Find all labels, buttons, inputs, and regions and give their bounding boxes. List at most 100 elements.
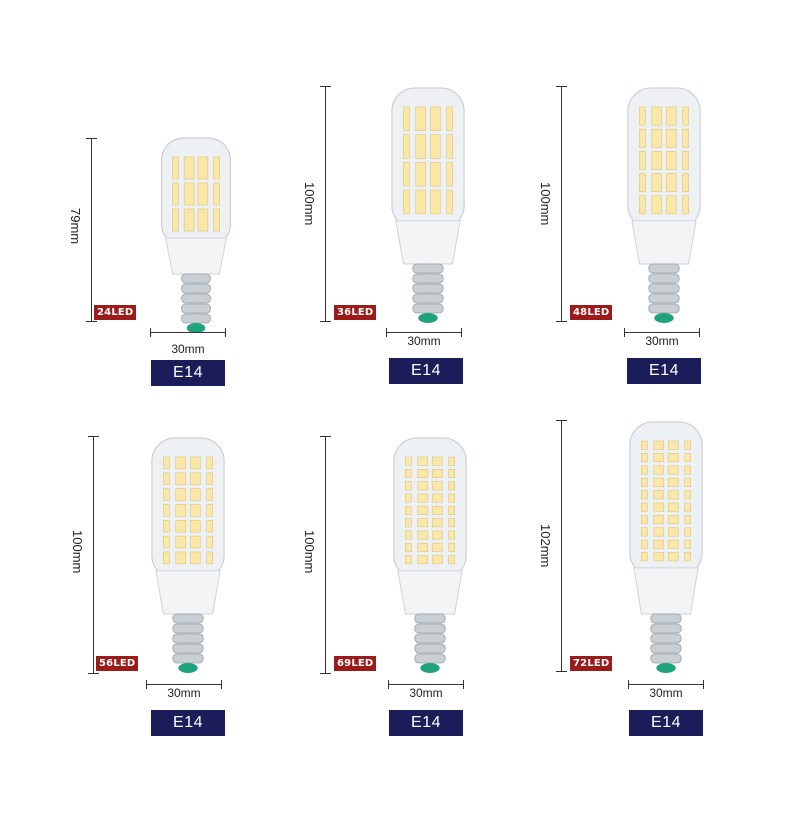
led-chip <box>172 156 179 180</box>
led-chip <box>183 182 195 206</box>
base-tip <box>186 323 206 333</box>
height-dimension-line <box>556 420 568 672</box>
led-chip <box>651 106 663 126</box>
screw-thread <box>414 613 446 624</box>
base-type-badge: E14 <box>389 358 463 384</box>
base-type-badge: E14 <box>151 360 225 386</box>
led-chip <box>667 552 679 562</box>
width-label: 30mm <box>649 686 683 700</box>
led-chip <box>641 539 648 549</box>
led-chip <box>667 539 679 549</box>
screw-thread <box>412 303 444 314</box>
base-type-badge: E14 <box>151 710 225 736</box>
height-label: 100mm <box>538 182 553 226</box>
led-chip <box>197 156 209 180</box>
led-chip <box>653 440 665 450</box>
led-chip <box>417 555 429 565</box>
led-chip <box>175 520 187 533</box>
led-chip <box>682 173 689 192</box>
led-chip <box>206 488 213 501</box>
led-chip <box>431 530 443 540</box>
led-chip <box>667 527 679 537</box>
led-chip <box>653 552 665 562</box>
led-chip <box>682 128 689 148</box>
screw-thread <box>650 643 682 654</box>
led-chip <box>651 128 663 148</box>
base-type-badge: E14 <box>389 710 463 736</box>
led-chip <box>448 530 455 540</box>
led-chip <box>431 542 443 552</box>
product-24led: 79mm 24LED 30mm E14 <box>68 100 346 480</box>
led-chip <box>189 504 201 517</box>
product-72led: 102mm 72LED 30mm E14 <box>538 420 800 800</box>
screw-thread <box>650 613 682 624</box>
led-chip <box>206 456 213 470</box>
bulb-image <box>393 437 467 673</box>
led-chip <box>175 472 187 485</box>
width-dimension-line <box>386 328 462 338</box>
led-chip <box>175 551 187 565</box>
led-chip <box>163 488 170 501</box>
bulb-cover <box>151 437 225 580</box>
bulb-collar <box>164 237 228 275</box>
led-chip <box>641 515 648 525</box>
led-count-badge: 24LED <box>94 305 137 320</box>
led-chip <box>448 542 455 552</box>
led-chip <box>403 134 410 159</box>
led-chip <box>448 469 455 478</box>
led-chip <box>665 173 677 192</box>
led-chip <box>431 481 443 491</box>
led-chip <box>213 182 220 206</box>
width-label: 30mm <box>171 342 205 356</box>
led-chip <box>183 208 195 232</box>
led-chip <box>415 189 427 215</box>
width-dimension-line <box>628 680 704 690</box>
led-chip <box>429 106 441 132</box>
led-chip <box>651 151 663 170</box>
led-chip <box>682 195 689 215</box>
led-chip <box>403 189 410 215</box>
led-chip <box>651 173 663 192</box>
width-dimension-line <box>146 680 222 690</box>
bulb-cover <box>393 437 467 580</box>
width-label: 30mm <box>167 686 201 700</box>
screw-thread <box>414 643 446 654</box>
width-dimension-line <box>624 328 700 338</box>
led-chip <box>405 555 412 565</box>
height-dimension-line <box>320 86 332 322</box>
led-chip <box>189 520 201 533</box>
led-chip <box>684 477 691 487</box>
led-chip <box>163 535 170 549</box>
led-chip <box>665 195 677 215</box>
led-chip <box>431 505 443 515</box>
height-label: 100mm <box>302 530 317 574</box>
bulb-collar <box>395 220 461 265</box>
height-dimension-line <box>320 436 332 674</box>
led-chip <box>189 551 201 565</box>
led-chip <box>448 518 455 528</box>
screw-thread <box>648 293 680 304</box>
led-chip <box>665 128 677 148</box>
height-label: 100mm <box>70 530 85 574</box>
screw-thread <box>648 263 680 274</box>
led-chip <box>639 195 646 215</box>
height-dimension-line <box>88 436 100 674</box>
led-chip <box>639 151 646 170</box>
led-chip <box>684 490 691 500</box>
base-tip <box>656 663 676 673</box>
led-chip <box>213 208 220 232</box>
base-tip <box>418 313 438 323</box>
led-chip <box>446 106 453 132</box>
led-chip <box>653 502 665 512</box>
led-chip <box>431 555 443 565</box>
led-chip <box>684 527 691 537</box>
led-chip <box>448 555 455 565</box>
screw-thread <box>181 283 211 294</box>
led-chip <box>206 520 213 533</box>
led-chip <box>641 453 648 463</box>
bulb-image <box>629 421 703 673</box>
led-chip <box>429 134 441 159</box>
led-chip <box>667 502 679 512</box>
led-count-badge: 72LED <box>570 656 613 671</box>
led-chip <box>163 456 170 470</box>
